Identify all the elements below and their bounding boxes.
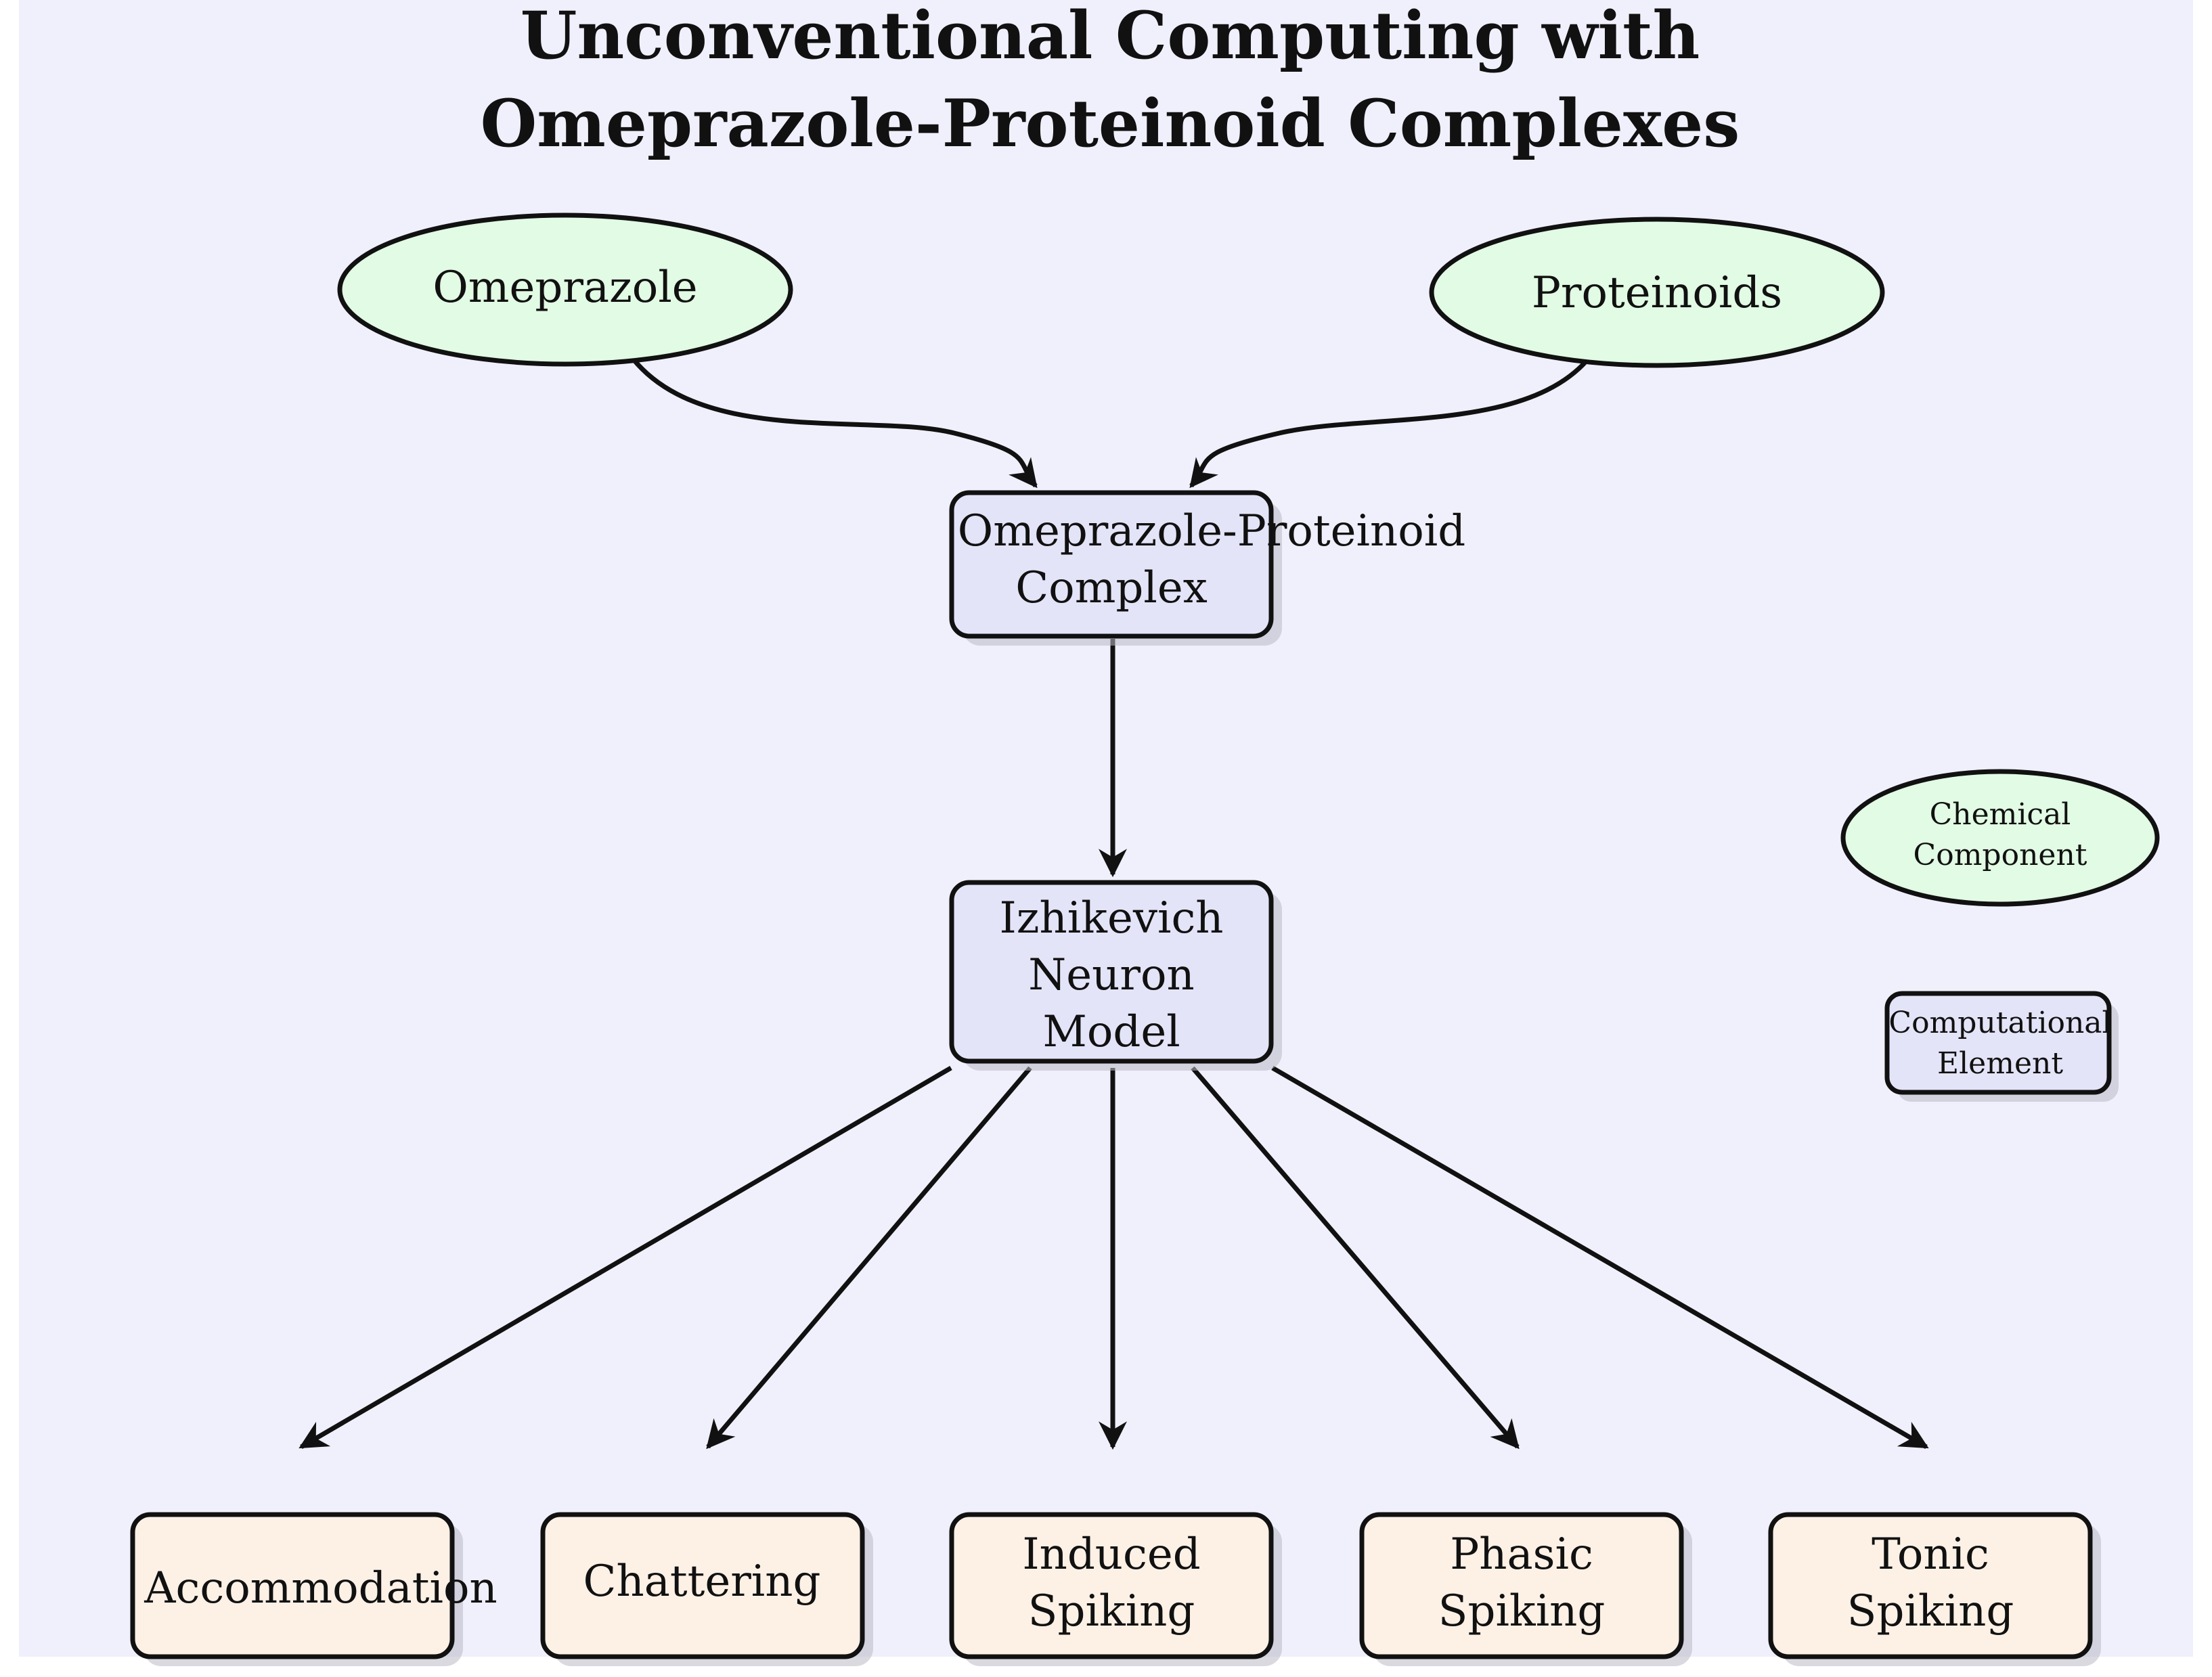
- edges: [298, 357, 1929, 1450]
- node-complex-box: [949, 490, 1274, 639]
- node-izhikevich-label-line-1: Izhikevich: [999, 893, 1223, 943]
- node-proteinoids-label: Proteinoids: [1532, 268, 1782, 318]
- node-phasic-spiking: Phasic Spiking: [1359, 1512, 1692, 1666]
- edge-izhikevich-to-accommodation: [298, 1065, 952, 1450]
- node-chattering-box: [540, 1512, 865, 1659]
- node-accommodation-label: Accommodation: [143, 1563, 497, 1613]
- edge-proteinoids-to-complex: [1189, 358, 1589, 489]
- node-induced-spiking: Induced Spiking: [949, 1512, 1282, 1666]
- node-proteinoids: Proteinoids: [1429, 217, 1885, 368]
- node-izhikevich-label-line-3: Model: [1042, 1007, 1180, 1057]
- node-accommodation: Accommodation: [130, 1512, 497, 1666]
- node-accommodation-box: [130, 1512, 455, 1659]
- edge-izhikevich-to-phasic-spiking: [1191, 1066, 1520, 1450]
- legend-computational-label-line-2: Element: [1937, 1046, 2063, 1081]
- node-induced-spiking-box: [949, 1512, 1274, 1659]
- node-complex-label-line-2: Complex: [1015, 563, 1208, 613]
- node-induced-spiking-label-line-1: Induced: [1022, 1529, 1200, 1580]
- node-tonic-spiking-label-line-1: Tonic: [1872, 1529, 1989, 1580]
- node-phasic-spiking-label-line-2: Spiking: [1438, 1586, 1606, 1636]
- node-phasic-spiking-label-line-1: Phasic: [1450, 1529, 1593, 1580]
- edge-omeprazole-to-complex: [631, 357, 1038, 489]
- node-tonic-spiking-label-line-2: Spiking: [1847, 1586, 2014, 1636]
- legend-computational-swatch: [1884, 991, 2112, 1095]
- legend-computational-element: Computational Element: [1884, 991, 2119, 1102]
- legend: Chemical Component Computational Element: [1840, 769, 2160, 1102]
- edge-izhikevich-to-tonic-spiking: [1271, 1065, 1929, 1450]
- node-izhikevich-label-line-2: Neuron: [1028, 950, 1194, 1000]
- node-izhikevich-box: [949, 880, 1274, 1064]
- legend-chemical-component: Chemical Component: [1840, 769, 2160, 907]
- legend-chemical-label-line-2: Component: [1914, 838, 2087, 872]
- node-phasic-spiking-box: [1359, 1512, 1684, 1659]
- diagram-title-line-2: Omeprazole-Proteinoid Complexes: [481, 85, 1740, 162]
- legend-chemical-label-line-1: Chemical: [1930, 797, 2071, 832]
- node-chattering-label: Chattering: [583, 1557, 821, 1607]
- legend-chemical-swatch: [1840, 769, 2160, 907]
- node-complex: Omeprazole-Proteinoid Complex: [949, 490, 1465, 646]
- node-tonic-spiking-box: [1768, 1512, 2093, 1659]
- node-omeprazole: Omeprazole: [337, 213, 793, 367]
- legend-computational-label-line-1: Computational: [1888, 1006, 2111, 1040]
- node-proteinoids-shape: [1429, 217, 1885, 368]
- node-tonic-spiking: Tonic Spiking: [1768, 1512, 2101, 1666]
- node-izhikevich: Izhikevich Neuron Model: [949, 880, 1282, 1071]
- edge-izhikevich-to-chattering: [706, 1066, 1032, 1450]
- node-induced-spiking-label-line-2: Spiking: [1028, 1586, 1195, 1636]
- node-chattering: Chattering: [540, 1512, 873, 1666]
- node-omeprazole-label: Omeprazole: [433, 263, 697, 313]
- node-complex-label-line-1: Omeprazole-Proteinoid: [958, 506, 1465, 556]
- diagram-title-line-1: Unconventional Computing with: [521, 0, 1700, 74]
- node-omeprazole-shape: [337, 213, 793, 367]
